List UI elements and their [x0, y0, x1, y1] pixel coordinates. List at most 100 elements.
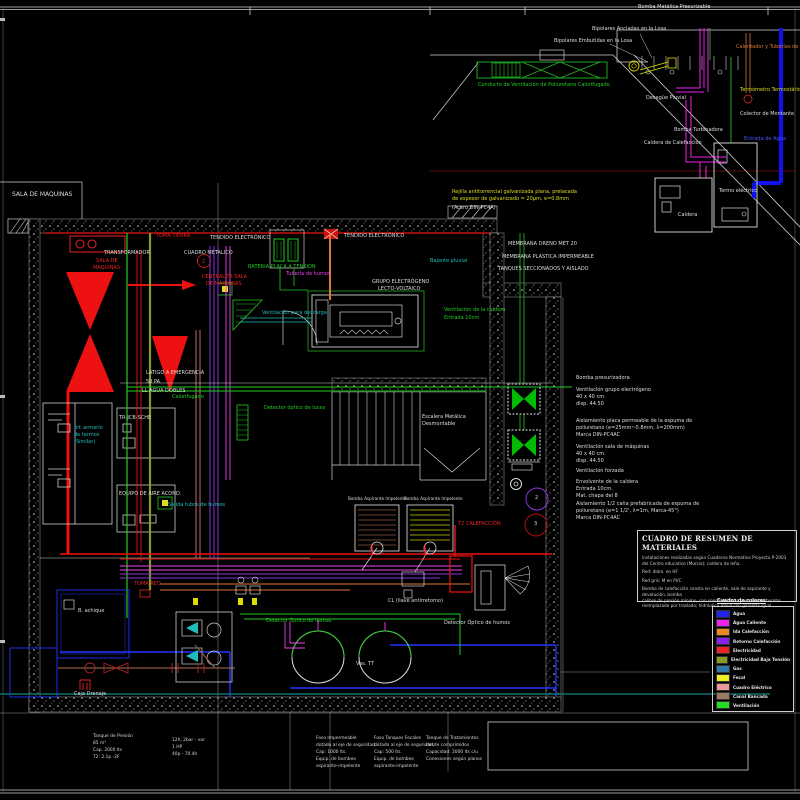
plan-label: Calorifugado — [172, 394, 204, 400]
plan-label: Bajante pluvial — [430, 258, 468, 264]
plan-label: Bipolares Embutidas en la Losa — [554, 38, 633, 44]
color-label: Canal Bancada — [733, 693, 768, 699]
color-legend-row: Agua — [716, 609, 790, 618]
annotation-line: 1 HP — [172, 745, 183, 750]
color-label: Cuadro Eléctrico — [733, 684, 772, 690]
plan-label: Envolvente de la caldera — [576, 479, 639, 485]
plan-label: Entrada de Agua — [744, 136, 786, 142]
annotation-line: Conexiones según planos — [426, 757, 483, 762]
plan-label: Detector Óptico de humos — [444, 620, 510, 626]
plan-label: Detector óptico de luces — [264, 405, 326, 411]
plan-label: Tubería de humos — [286, 271, 331, 277]
annotation-line: dotado al eje de seguridad, — [374, 743, 435, 748]
color-swatch — [716, 692, 730, 701]
plan-label: Ventilación sala de máquinas — [576, 444, 650, 450]
plan-label: Bomba Aspirante Impelente — [348, 496, 407, 501]
materials-summary-line: reemplazada por traslado; hidráulica móv… — [642, 603, 772, 609]
plan-label: SALA DE MAQUINAS — [12, 191, 73, 198]
annotation-line: Equip. de bombeo — [316, 757, 356, 762]
plan-label: Ventilación forzada — [576, 468, 624, 474]
plan-label: Ventilación grupo electrógeno — [576, 387, 651, 393]
plan-label: (Similar) — [74, 439, 96, 445]
color-label: Retorno Calefacción — [733, 638, 781, 644]
plan-label: Aislamiento 1/2 caña prefabricada de esp… — [576, 501, 700, 507]
plan-label: 40 x 40 cm. — [576, 394, 606, 400]
annotation-line: desde comprimidos — [426, 743, 470, 748]
plan-label: Bomba Turbinadora — [674, 127, 723, 133]
color-legend-row: Ida Calefacción — [716, 627, 790, 636]
annotation-line: aspirante-impelente — [316, 764, 361, 769]
plan-label: Detector Óptico de llamas — [266, 618, 332, 624]
annotation-line: dotado al eje de seguridad, — [316, 743, 377, 748]
plan-label: LL AGUA DOBLES — [142, 388, 186, 394]
plan-label: Escalera Metálica — [422, 414, 466, 420]
materials-summary-line: del Centro educativo (Murcia): caldera d… — [642, 560, 741, 566]
plan-label: GRUPO ELECTRÓGENO — [372, 279, 430, 285]
room-lines — [0, 181, 800, 790]
annotation-line: Equip. de bombeo — [374, 757, 414, 762]
plan-label: Bipolares Ancladas en la Losa — [592, 26, 667, 32]
color-swatch — [716, 627, 730, 636]
materials-summary-line: Instalaciones realizadas según Cuaderno … — [642, 555, 787, 560]
walls — [7, 205, 562, 713]
plan-label: Desmontable — [422, 421, 456, 427]
plan-label: Ventilación para descarga — [262, 310, 327, 316]
plan-label: disp. 44.50 — [576, 401, 604, 407]
color-swatch — [716, 637, 730, 646]
plan-label: Entrada 10cm. — [576, 486, 613, 492]
color-legend-row: Agua Caliente — [716, 618, 790, 627]
plan-label: EQUIPO DE AIRE ACOND. — [119, 491, 182, 497]
plan-label: DE MAQUINAS — [206, 281, 242, 287]
plan-label: 3 — [534, 521, 538, 527]
materials-summary-text: Instalaciones realizadas según Cuaderno … — [642, 555, 792, 609]
boiler-flue-red — [45, 170, 795, 554]
color-legend-row: Fecal — [716, 673, 790, 682]
color-legend-title: Cuadro de colores — [717, 599, 766, 604]
annotation-line: aspirante-impelente — [374, 764, 419, 769]
annotation-line: 40p - 70.4h — [172, 752, 198, 757]
plan-label: Bomba Metálica Presurizable — [638, 4, 711, 10]
color-legend-row: Ventilación — [716, 701, 790, 710]
pumps-and-tanks — [79, 504, 506, 690]
plan-label: T2 CALEFACCIÓN — [458, 521, 501, 527]
color-swatch — [716, 646, 730, 655]
annotation-line: Cap: 1000 lts. — [316, 750, 347, 755]
right-shaft — [504, 383, 549, 595]
plan-label: Termo eléctrico — [719, 188, 758, 194]
color-label: Ventilación — [733, 702, 760, 708]
materials-summary-line: Bomba de calefacción consta en caliente,… — [642, 586, 771, 597]
plan-label: CUADRO METALICO — [184, 250, 233, 256]
plan-label: 50 PA. — [146, 379, 162, 385]
plan-label: TENDIDO ELECTRÓNICO — [210, 235, 271, 241]
plan-label: CL (llave antirretorno) — [388, 598, 444, 604]
plan-label: TOMA RED — [134, 581, 161, 587]
color-swatch — [716, 683, 730, 692]
plan-label: TRANSFORMADOR — [104, 250, 150, 256]
plan-label: 2 — [202, 259, 206, 265]
drawing-frame — [0, 6, 800, 794]
plan-label: Caldera — [678, 212, 698, 218]
annotation-line: Capacidad: 2000 lts c/u — [426, 750, 478, 755]
plan-label: disp. 44.50 — [576, 458, 604, 464]
plan-label: de espesor de galvanizado = 20μm, e=0.8m… — [452, 196, 569, 202]
color-legend-row: Canal Bancada — [716, 692, 790, 701]
plan-label: Inf. armario — [74, 425, 103, 431]
plan-label: Termómetro Termostático — [740, 87, 800, 93]
plan-label: poliuretano (e=1 1/2', λ=1m, Marca-45°) — [576, 508, 679, 514]
color-label: Agua Caliente — [733, 620, 766, 626]
color-label: Fecal — [733, 675, 746, 681]
detail-section — [430, 28, 800, 246]
color-legend-row: Retorno Calefacción — [716, 637, 790, 646]
annotation-line: T2: 2.1p -2F — [93, 755, 120, 760]
plan-label: poliuretano (e=25mm~0.8mm, λ=200mm) — [576, 425, 685, 431]
plan-label: CENTRALITA SALA — [202, 274, 248, 280]
materials-summary-line: Red gris: M en PVC — [642, 577, 682, 583]
materials-summary-box: CUADRO DE RESUMEN DE MATERIALES Instalac… — [637, 530, 797, 608]
